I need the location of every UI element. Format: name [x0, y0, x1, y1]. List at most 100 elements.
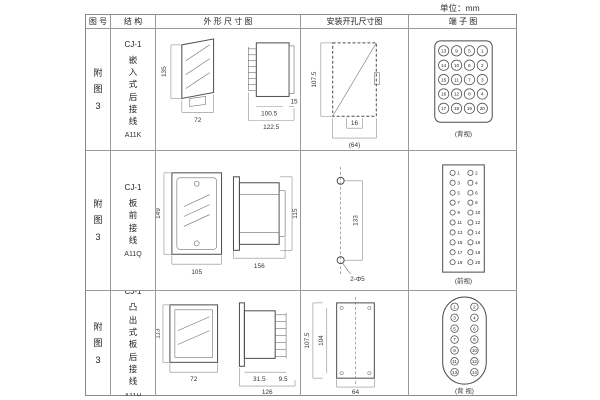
- terminal-circle: [476, 102, 488, 114]
- mounting-cell-row1: 107.5 16 (64): [301, 29, 409, 151]
- terminal-number: 6: [468, 63, 471, 68]
- svg-text:122.5: 122.5: [263, 124, 280, 131]
- fig-no-label: 附图3: [93, 322, 103, 365]
- terminal-circle: [449, 259, 456, 266]
- svg-text:(64): (64): [349, 142, 360, 149]
- dim-hole-spacing: 133: [344, 180, 363, 261]
- svg-text:2-Φ5: 2-Φ5: [350, 276, 365, 283]
- terminal-number: 7: [453, 337, 456, 342]
- dim-front-width: 72: [181, 94, 214, 124]
- structure-cell-row2: CJ-1 板前接线 A11Q: [111, 151, 156, 291]
- terminal-number: 3: [481, 77, 484, 82]
- outline-cell-row3: 113 72: [156, 291, 301, 396]
- dim-side-depth-1: 100.5: [256, 106, 284, 117]
- terminal-circle: [463, 102, 475, 114]
- terminal-circle: [450, 313, 459, 322]
- view-label: (前视): [455, 276, 472, 285]
- terminal-circle: [438, 102, 450, 114]
- model-code: A11H: [125, 393, 142, 396]
- terminal-circle: [467, 219, 474, 226]
- terminal-number: 5: [453, 326, 456, 331]
- terminal-circle: [449, 199, 456, 206]
- svg-text:107.5: 107.5: [304, 332, 311, 348]
- terminal-circle: [470, 357, 479, 366]
- spec-table: 图 号 结 构 外 形 尺 寸 图 安装开孔尺寸图 端 子 图 附图3 CJ-1…: [85, 14, 517, 396]
- outline-drawing-a11q: 149 105: [156, 172, 299, 276]
- terminal-number: 14: [475, 230, 481, 235]
- terminal-number: 7: [468, 77, 471, 82]
- terminal-number: 16: [441, 92, 447, 97]
- terminal-circle: [467, 249, 474, 256]
- terminal-number: 12: [475, 220, 481, 225]
- terminal-number: 17: [441, 106, 447, 111]
- terminal-number: 9: [457, 210, 460, 215]
- model-label: CJ-1: [124, 182, 142, 192]
- terminal-circle: [449, 209, 456, 216]
- dim-panel-depth: 15: [290, 98, 298, 105]
- terminal-circle: [463, 88, 475, 100]
- terminal-number: 1: [457, 170, 460, 175]
- outline-drawing-a11k: 135 72: [161, 38, 298, 131]
- front-view: [171, 172, 223, 255]
- side-view: [248, 42, 295, 97]
- terminal-circle: [449, 229, 456, 236]
- terminal-number: 10: [475, 210, 481, 215]
- outline-drawing-a11h: 113 72: [156, 302, 296, 396]
- terminal-number: 18: [454, 106, 460, 111]
- svg-text:115: 115: [292, 208, 299, 219]
- dim-pin-length: 9.5: [275, 371, 288, 383]
- terminal-number: 2: [475, 170, 478, 175]
- terminal-number: 4: [475, 180, 478, 185]
- terminal-number: 19: [457, 260, 463, 265]
- header-outline-dims: 外 形 尺 寸 图: [156, 15, 301, 29]
- terminal-circle: [449, 179, 456, 186]
- dim-side-depth-2: 122.5 15: [248, 92, 298, 131]
- terminal-circle: [451, 102, 463, 114]
- dim-front-width: 105: [171, 255, 222, 276]
- terminal-number: 6: [475, 190, 478, 195]
- dim-front-width: 72: [169, 363, 218, 383]
- mounting-cell-row3: 107.5 104 64: [301, 291, 409, 396]
- terminal-number: 12: [454, 92, 460, 97]
- terminal-number: 16: [475, 240, 481, 245]
- header-structure: 结 构: [111, 15, 156, 29]
- terminal-circle: [467, 189, 474, 196]
- terminal-circle: [467, 239, 474, 246]
- terminal-circle: [450, 357, 459, 366]
- terminal-number: 8: [475, 200, 478, 205]
- terminal-number: 19: [467, 106, 473, 111]
- mount-hole: [339, 305, 344, 310]
- mounting-drawing-a11k: 107.5 16 (64): [311, 42, 380, 149]
- terminal-number: 15: [441, 77, 447, 82]
- terminal-number: 3: [453, 315, 456, 320]
- dim-cutout-offset: 16: [346, 118, 363, 129]
- structure-cell-row3: CJ-1 凸出式板后接线 A11H: [111, 291, 156, 396]
- dim-width: 64: [336, 379, 375, 396]
- terminal-circle: [450, 324, 459, 333]
- mount-hole-bottom: [336, 256, 345, 265]
- terminal-circle: [450, 368, 459, 377]
- outline-cell-row1: 135 72: [156, 29, 301, 151]
- terminal-circle: [449, 169, 456, 176]
- model-code: A11K: [124, 132, 142, 140]
- terminal-block-outline: [442, 296, 487, 385]
- terminal-strip-outline: [442, 164, 485, 273]
- terminal-circle: [467, 209, 474, 216]
- mount-hole: [339, 371, 344, 376]
- terminal-circle: [470, 302, 479, 312]
- terminal-number: 9: [455, 49, 458, 54]
- terminal-number: 8: [473, 337, 476, 342]
- svg-text:64: 64: [352, 389, 360, 396]
- terminal-number: 14: [472, 370, 478, 375]
- terminal-circle: [438, 45, 450, 57]
- dim-body-depth: 31.5: [244, 371, 276, 383]
- terminal-circle: [449, 239, 456, 246]
- terminal-circle: [438, 74, 450, 86]
- terminal-circle: [451, 59, 463, 71]
- mounting-cell-row2: 133 2-Φ5: [301, 151, 409, 291]
- dim-total-depth: 126: [239, 368, 296, 396]
